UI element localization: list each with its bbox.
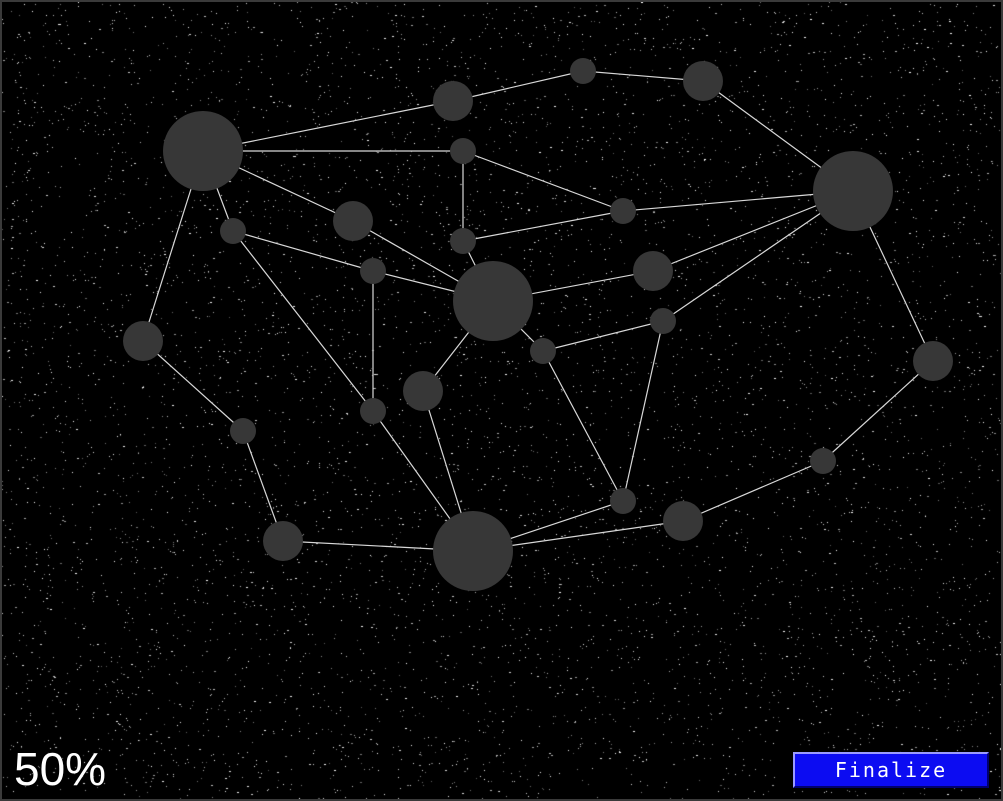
node-12[interactable]: [453, 261, 533, 341]
node-16[interactable]: [530, 338, 556, 364]
edge-11: [462, 210, 624, 242]
node-18[interactable]: [230, 418, 256, 444]
node-6[interactable]: [813, 151, 893, 231]
node-11[interactable]: [360, 258, 386, 284]
node-23[interactable]: [263, 521, 303, 561]
finalize-button[interactable]: Finalize: [793, 752, 989, 788]
node-2[interactable]: [433, 81, 473, 121]
edge-10: [462, 150, 624, 212]
node-7[interactable]: [220, 218, 246, 244]
node-5[interactable]: [450, 138, 476, 164]
node-25[interactable]: [663, 501, 703, 541]
node-3[interactable]: [570, 58, 596, 84]
edge-3: [582, 70, 704, 82]
node-22[interactable]: [610, 488, 636, 514]
edge-14: [232, 230, 374, 412]
node-15[interactable]: [650, 308, 676, 334]
edge-23: [542, 320, 664, 352]
edge-25: [542, 350, 624, 502]
edge-13: [232, 230, 374, 272]
edge-1: [202, 100, 454, 152]
node-17[interactable]: [913, 341, 953, 381]
edge-34: [682, 460, 824, 522]
edge-2: [452, 70, 584, 102]
node-1[interactable]: [163, 111, 243, 191]
node-19[interactable]: [360, 398, 386, 424]
node-10[interactable]: [610, 198, 636, 224]
edge-26: [622, 320, 664, 502]
node-24[interactable]: [433, 511, 513, 591]
node-21[interactable]: [810, 448, 836, 474]
node-20[interactable]: [403, 371, 443, 411]
node-9[interactable]: [450, 228, 476, 254]
node-4[interactable]: [683, 61, 723, 101]
node-14[interactable]: [123, 321, 163, 361]
progress-percent: 50%: [14, 743, 107, 795]
node-8[interactable]: [333, 201, 373, 241]
edge-35: [822, 360, 934, 462]
edge-29: [142, 340, 244, 432]
node-13[interactable]: [633, 251, 673, 291]
